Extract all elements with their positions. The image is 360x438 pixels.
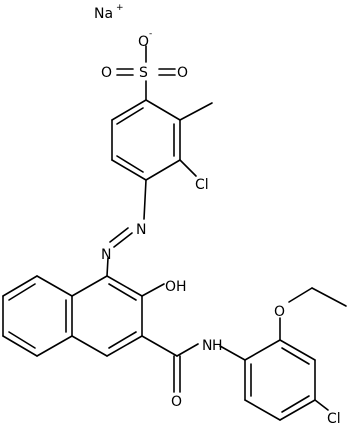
oxide-label: O: [138, 34, 149, 50]
sodium-charge: +: [116, 3, 124, 13]
carbonyl-oxygen-label: O: [171, 394, 182, 410]
azo-nitrogen-upper: N: [136, 222, 146, 238]
amide-bonds: [141, 335, 199, 393]
ethoxy-bonds: [279, 287, 347, 341]
methyl-bond: [179, 102, 213, 121]
amide-nitrogen-label: N: [202, 338, 212, 354]
amide-hydrogen-label: H: [212, 338, 223, 354]
chloro-upper-bond: [179, 159, 197, 177]
azo-bonds: [106, 179, 147, 277]
hydroxyl-label: OH: [165, 279, 187, 295]
sulfonate-bonds: [116, 45, 176, 101]
sodium-label: Na: [94, 6, 113, 22]
naphthalene-rings: [2, 275, 143, 357]
sulfonyl-oxygen-right: O: [177, 65, 188, 81]
chlorine-upper-label: Cl: [195, 177, 209, 193]
hydroxyl-bond: [141, 283, 165, 297]
upper-benzene-ring: [111, 99, 181, 181]
chloro-lower-bond: [314, 399, 329, 411]
azo-nitrogen-lower: N: [101, 247, 111, 263]
sulfur-label: S: [139, 65, 148, 81]
ethoxy-oxygen-label: O: [274, 304, 285, 320]
sulfonyl-oxygen-left: O: [101, 65, 112, 81]
lower-benzene-ring: [219, 339, 316, 421]
oxide-charge: -: [149, 29, 152, 39]
chlorine-lower-label: Cl: [327, 411, 341, 427]
